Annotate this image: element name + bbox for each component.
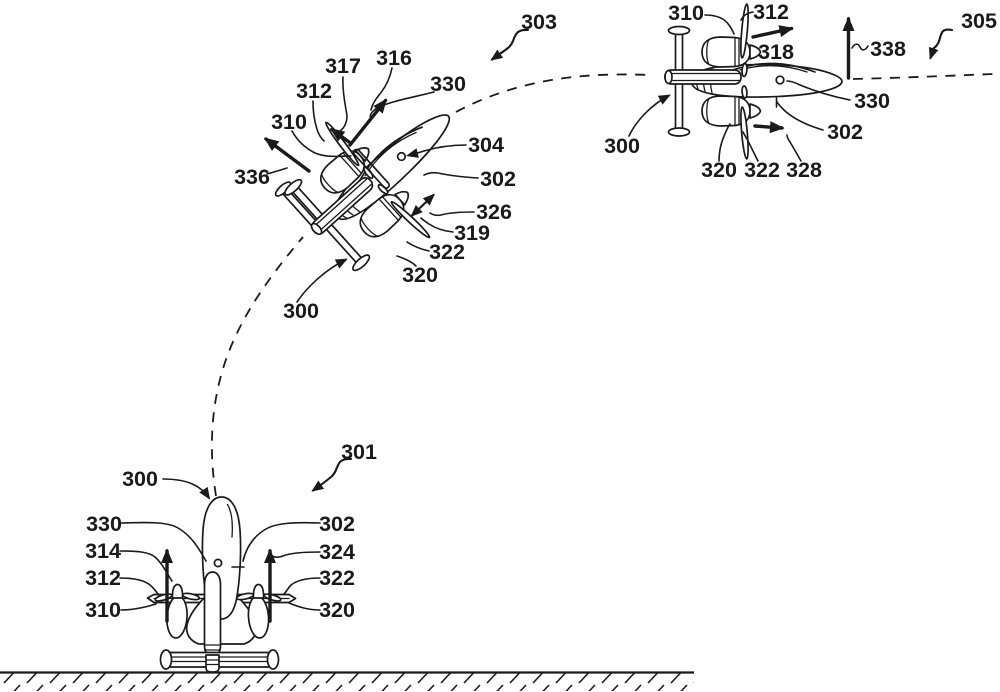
- ground-hatching: [0, 673, 694, 691]
- ref-label-320-takeoff: 320: [319, 598, 355, 622]
- ref-label-300-takeoff: 300: [122, 467, 158, 491]
- spinner: [171, 583, 184, 599]
- leader-338: [851, 43, 869, 51]
- leader-312-takeoff: [119, 577, 160, 596]
- squiggle-305: [928, 28, 954, 60]
- ref-label-303: 303: [521, 10, 557, 34]
- leader-330-cruise: [786, 80, 851, 101]
- arrow-336-relative-wind: [263, 137, 311, 173]
- ref-label-338: 338: [870, 37, 906, 61]
- ref-label-310-cruise: 310: [668, 1, 704, 25]
- ref-labels: 303 316 317 312 310 330 304 302 336 326 …: [85, 0, 997, 622]
- arrow-326-deflect-up: [421, 193, 435, 207]
- ref-label-326: 326: [476, 200, 512, 224]
- pointer-300-cruise: [628, 94, 671, 137]
- pointer-300-takeoff: [162, 478, 211, 500]
- near-wing-edge-on: [352, 148, 390, 189]
- squiggle-301: [311, 457, 353, 492]
- leader-312-transition: [312, 100, 325, 142]
- ref-label-320-cruise: 320: [701, 158, 737, 182]
- spinner: [252, 583, 265, 599]
- ref-label-328: 328: [786, 158, 822, 182]
- ref-label-317: 317: [325, 54, 361, 78]
- gear-foot: [205, 654, 220, 673]
- ref-label-305: 305: [961, 9, 997, 33]
- leader-312-cruise: [740, 11, 754, 21]
- ref-label-314: 314: [85, 539, 121, 563]
- arrow-319-deflect-down: [410, 204, 424, 217]
- leader-322-takeoff: [283, 577, 321, 595]
- leader-302-cruise: [776, 101, 824, 131]
- ref-label-330-transition: 330: [430, 72, 466, 96]
- leader-322-cruise: [742, 131, 759, 162]
- leader-322-transition: [406, 241, 430, 252]
- leader-320-takeoff: [288, 602, 321, 611]
- arrow-318-thrust: [751, 25, 794, 39]
- leader-330-transition: [369, 91, 435, 120]
- leader-328: [786, 134, 802, 162]
- leader-310-transition: [291, 130, 352, 158]
- ref-label-312-takeoff: 312: [85, 566, 121, 590]
- ref-label-330-takeoff: 330: [86, 512, 122, 536]
- pointer-300-transition: [296, 258, 348, 303]
- arrow-316-thrust: [348, 98, 388, 147]
- leader-330-takeoff: [120, 521, 207, 562]
- arrow-nose-flow: [329, 127, 351, 144]
- flight-path-transition: [455, 73, 652, 113]
- ref-label-310-takeoff: 310: [85, 598, 121, 622]
- leader-314: [119, 550, 173, 582]
- ref-label-302-transition: 302: [480, 167, 516, 191]
- ref-label-336: 336: [234, 165, 270, 189]
- leader-lines: [119, 11, 954, 611]
- ref-label-302-cruise: 302: [827, 120, 863, 144]
- ref-label-300-cruise: 300: [604, 134, 640, 158]
- aircraft-takeoff: [146, 496, 297, 673]
- annotation-arrows: [161, 16, 855, 623]
- leader-302-transition: [423, 171, 479, 179]
- leader-302-takeoff: [231, 521, 321, 568]
- leader-336: [266, 167, 288, 175]
- ref-label-324: 324: [319, 540, 355, 564]
- ref-label-301: 301: [341, 440, 377, 464]
- foot-bands: [205, 659, 220, 666]
- leader-316: [370, 67, 393, 111]
- ref-label-312-transition: 312: [296, 79, 332, 103]
- flight-path-climb: [211, 236, 304, 497]
- left-nacelle: [154, 583, 201, 639]
- leader-304: [406, 144, 467, 158]
- leader-317: [336, 76, 348, 134]
- ref-label-322-transition: 322: [429, 240, 465, 264]
- leader-310-cruise: [704, 14, 735, 35]
- aircraft-transition: [264, 57, 502, 294]
- ref-label-319: 319: [454, 221, 490, 245]
- ref-label-312-cruise: 312: [753, 0, 789, 24]
- ref-label-304: 304: [468, 133, 504, 157]
- leader-320-cruise: [718, 123, 731, 162]
- arrow-328-flow: [753, 121, 785, 134]
- leader-324: [270, 551, 321, 558]
- canopy-line: [226, 503, 233, 538]
- ref-label-300-transition: 300: [283, 299, 319, 323]
- centre-pod: [203, 571, 222, 657]
- ground: [0, 671, 694, 691]
- ref-label-320-transition: 320: [402, 263, 438, 287]
- leader-319: [420, 217, 454, 233]
- leader-326: [429, 211, 475, 217]
- right-nacelle: [235, 583, 282, 639]
- flight-path: [211, 73, 994, 497]
- ref-label-316: 316: [376, 46, 412, 70]
- squiggle-303: [490, 28, 530, 61]
- hinge-point-marker: [213, 558, 223, 568]
- ref-label-310-transition: 310: [271, 110, 307, 134]
- ref-label-330-cruise: 330: [854, 89, 890, 113]
- ref-label-318: 318: [758, 40, 794, 64]
- ref-label-322-takeoff: 322: [319, 566, 355, 590]
- ref-label-302-takeoff: 302: [319, 512, 355, 536]
- leader-320-transition: [396, 255, 417, 267]
- ref-label-322-cruise: 322: [744, 158, 780, 182]
- leader-310-takeoff: [120, 603, 157, 611]
